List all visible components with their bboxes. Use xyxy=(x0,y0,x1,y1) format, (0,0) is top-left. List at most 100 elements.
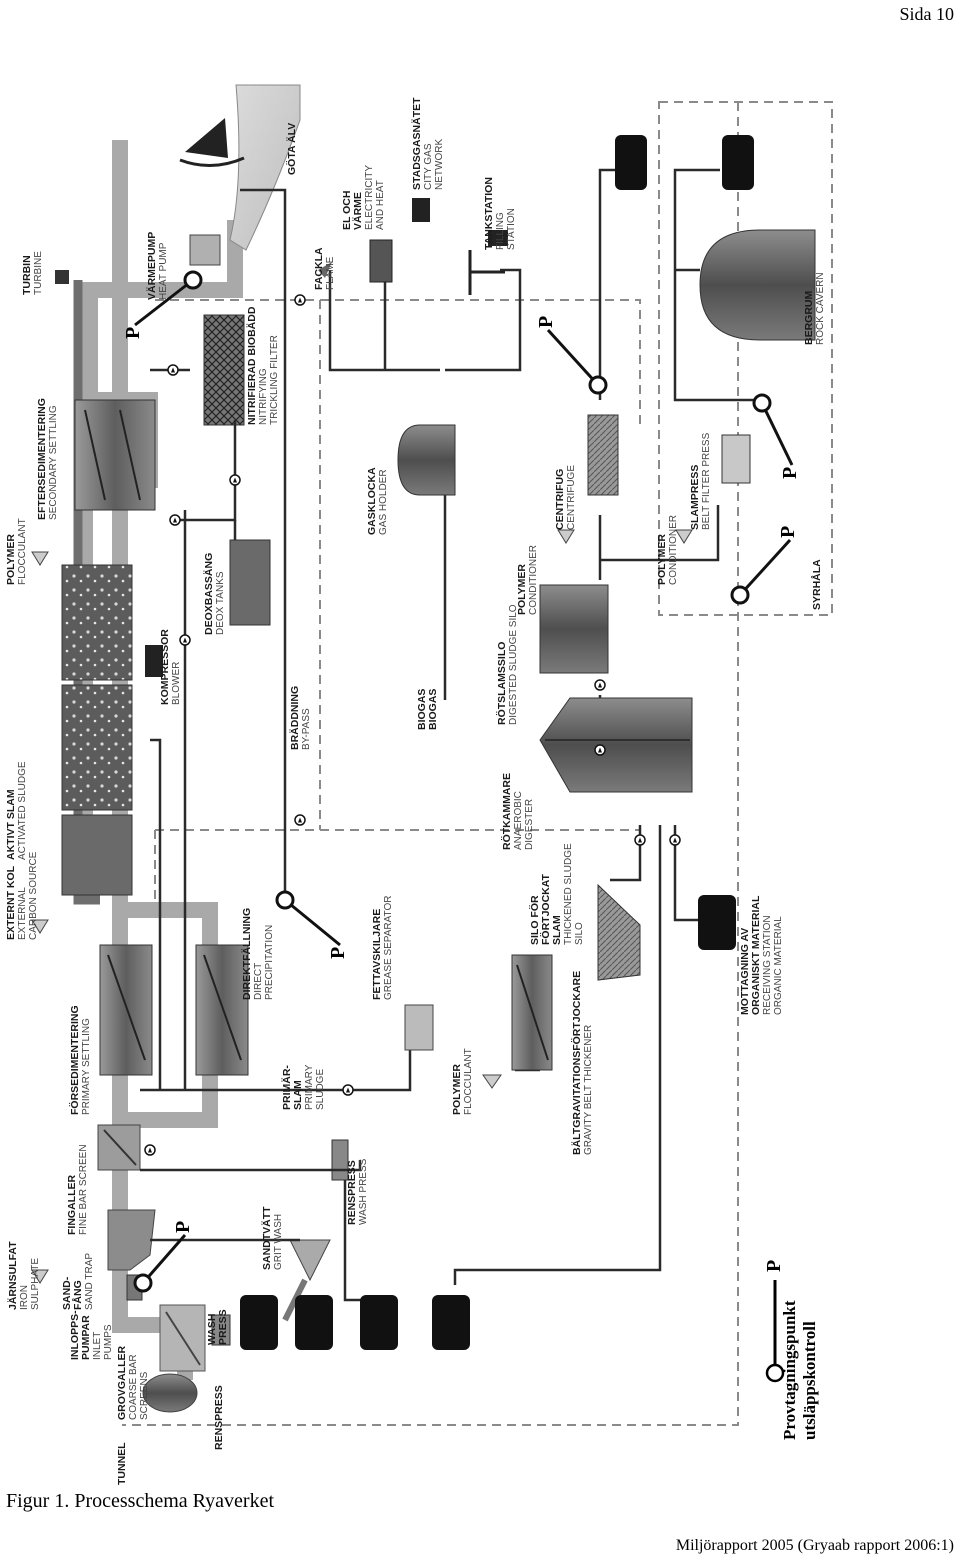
anaerobic-digester xyxy=(539,697,693,793)
fine-bar-screen xyxy=(97,1124,141,1171)
turbine xyxy=(55,270,69,284)
label-tankstation-2: STATION xyxy=(506,208,517,250)
sampling-point-p-5: P xyxy=(777,526,799,538)
label-slampress-1: BELT FILTER PRESS xyxy=(701,432,712,530)
label-externt-2: CARBON SOURCE xyxy=(28,851,39,940)
label-biogas-1: BIOGAS xyxy=(427,689,439,730)
label-inlopp-3: PUMPS xyxy=(103,1324,114,1360)
label-forsed-1: PRIMARY SETTLING xyxy=(81,1018,92,1115)
label-biobadd-2: TRICKLING FILTER xyxy=(269,335,280,425)
label-jarnsulfat-1: IRON xyxy=(19,1285,30,1310)
label-direkt-0: DIREKTFÄLLNING xyxy=(240,908,253,1000)
coarse-bar-screen xyxy=(159,1304,206,1372)
label-fingaller-0: FINGALLER xyxy=(66,1175,78,1235)
label-externt-1: EXTERNAL xyxy=(17,887,28,940)
label-mottagning-0: MOTTAGNING AV xyxy=(739,928,751,1015)
blower xyxy=(145,645,163,677)
legend-text-1: utsläppskontroll xyxy=(800,1321,819,1440)
label-varmepump-1: HEAT PUMP xyxy=(158,242,169,300)
label-wash_press-0: WASH xyxy=(206,1314,218,1346)
label-aktivt-0: AKTIVT SLAM xyxy=(5,789,17,860)
sampling-point-line-2 xyxy=(284,898,341,947)
secondary-settling-tanks xyxy=(74,399,156,511)
label-sandfang-0: SAND- xyxy=(61,1276,73,1310)
heat-pump xyxy=(189,234,221,266)
label-sandfang-2: SAND TRAP xyxy=(84,1253,95,1310)
label-polymer_cond1-1: CONDITIONER xyxy=(528,545,539,615)
truck-icons xyxy=(240,135,754,1350)
iron-sulphate-dosing xyxy=(31,1269,49,1284)
label-biobadd-1: NITRIFYING xyxy=(258,368,269,425)
label-biogas-0: BIOGAS xyxy=(416,689,428,730)
label-efterssed-0: EFTERSEDIMENTERING xyxy=(36,398,48,520)
sampling-point-p-4: P xyxy=(779,467,801,479)
sampling-point-2 xyxy=(275,890,295,910)
legend-text-0: Provtagningspunkt xyxy=(780,1300,799,1440)
polymer-conditioner-2-dosing xyxy=(675,529,693,544)
tunnel-icon xyxy=(142,1373,198,1413)
label-el_och_varme-2: ELECTRICITY xyxy=(364,165,375,230)
label-grovgaller-1: COARSE BAR xyxy=(128,1354,139,1420)
flow-pump-arrow-4 xyxy=(173,517,177,523)
sampling-point-line-3 xyxy=(546,328,600,387)
polymer-conditioner-1-dosing xyxy=(557,529,575,544)
label-fingaller-1: FINE BAR SCREEN xyxy=(78,1144,89,1235)
label-polymer_floc_bot-1: FLOCCULANT xyxy=(463,1048,474,1115)
label-polymer_cond1-0: POLYMER xyxy=(516,564,528,615)
label-el_och_varme-0: EL OCH xyxy=(341,191,353,230)
label-biobadd-0: NITRIFIERAD BIOBÄDD xyxy=(245,306,258,425)
sand-trap xyxy=(107,1209,156,1271)
label-sandtvatt-0: SANDTVÄTT xyxy=(260,1206,273,1270)
label-gota-0: GÖTA ÄLV xyxy=(285,123,298,175)
label-kompressor-1: BLOWER xyxy=(171,662,182,705)
label-rotkammare-2: DIGESTER xyxy=(524,799,535,850)
flow-pump-arrow-6 xyxy=(298,817,302,823)
label-brad-1: BY-PASS xyxy=(301,708,312,750)
legend-p-letter: P xyxy=(763,1260,785,1272)
sampling-point-4 xyxy=(752,393,772,413)
label-stadsgas-0: STADSGASNÄTET xyxy=(410,97,423,190)
label-turbin-1: TURBINE xyxy=(33,251,44,295)
label-fackla-0: FACKLA xyxy=(313,247,325,290)
flow-pump-arrow-0 xyxy=(148,1147,152,1153)
label-renspress2-0: RENSPRESS xyxy=(346,1160,358,1225)
label-primar-3: SLUDGE xyxy=(315,1069,326,1110)
polymer-flocculant-top-dosing xyxy=(31,551,49,566)
label-mottagning-1: ORGANISKT MATERIAL xyxy=(750,895,762,1015)
label-deox-1: DEOX TANKS xyxy=(215,571,226,635)
label-kompressor-0: KOMPRESSOR xyxy=(159,629,171,705)
label-rotslamssilo-0: RÖTSLAMSSILO xyxy=(495,642,508,725)
thickened-sludge-silo xyxy=(597,883,641,981)
grit-wash xyxy=(282,1239,331,1322)
label-inlopp-0: INLOPPS- xyxy=(69,1310,81,1360)
sampling-point-1 xyxy=(183,270,203,290)
label-el_och_varme-1: VÄRME xyxy=(351,192,364,230)
page-number: Sida 10 xyxy=(899,4,954,24)
label-silo_fort-3: THICKENED SLUDGE xyxy=(563,843,574,945)
label-silo_fort-1: FÖRTJOCKAT xyxy=(539,873,552,945)
label-stadsgas-2: NETWORK xyxy=(434,139,445,190)
label-efterssed-1: SECONDARY SETTLING xyxy=(48,405,59,520)
label-direkt-2: PRECIPITATION xyxy=(264,925,275,1000)
sampling-point-p-1: P xyxy=(122,327,144,339)
gravity-belt-thickener xyxy=(511,954,553,1071)
label-wash_press-1: PRESS xyxy=(217,1309,229,1345)
label-polymer_floc_top-0: POLYMER xyxy=(5,534,17,585)
flow-pump-arrow-8 xyxy=(598,682,602,688)
label-tankstation-0: TANKSTATION xyxy=(483,177,495,250)
polymer-flocculant-bottom-dosing xyxy=(482,1074,502,1089)
label-externt-0: EXTERNT KOL xyxy=(5,865,17,940)
label-sandtvatt-1: GRIT WASH xyxy=(273,1214,284,1270)
city-gas-network-icon xyxy=(412,198,430,222)
sampling-point-3 xyxy=(588,375,608,395)
sailboat-icon xyxy=(179,118,245,168)
label-aktivt-1: ACTIVATED SLUDGE xyxy=(17,761,28,860)
activated-sludge-basins xyxy=(61,564,133,896)
digested-sludge-silo xyxy=(539,584,609,674)
label-brad-0: BRÄDDNING xyxy=(288,686,301,750)
centrifuge xyxy=(587,414,619,496)
external-carbon-dosing xyxy=(31,919,49,934)
label-fettav-1: GREASE SEPARATOR xyxy=(383,896,394,1000)
